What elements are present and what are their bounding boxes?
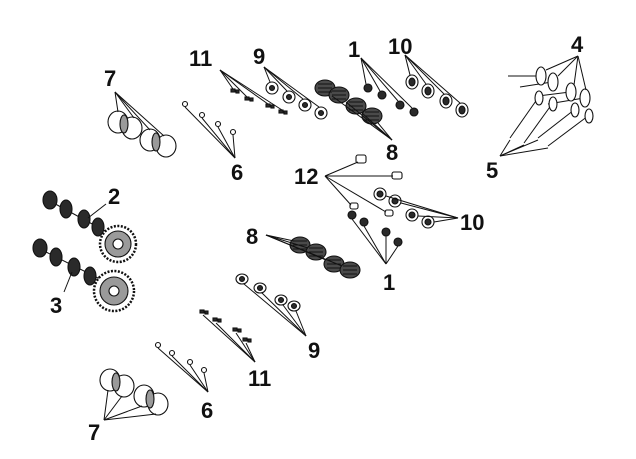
leader-lines-7-bottom bbox=[103, 389, 157, 421]
leader-lines-6-top bbox=[184, 106, 236, 159]
leader-lines-4 bbox=[545, 55, 587, 91]
leader-lines-1-mid bbox=[351, 218, 399, 265]
callout-8-top: 8 bbox=[386, 140, 398, 165]
spring-group-mid bbox=[289, 236, 361, 279]
callout-11-top: 11 bbox=[189, 46, 212, 71]
leader-lines-10-top bbox=[404, 54, 461, 104]
callout-1-top: 1 bbox=[348, 37, 360, 62]
stem-seal-group-mid bbox=[347, 210, 403, 247]
shim-group-bottom bbox=[154, 341, 208, 374]
tappet-group-bottom bbox=[99, 368, 169, 416]
spring-seat-group-mid bbox=[373, 187, 435, 229]
callout-7-top: 7 bbox=[104, 66, 116, 91]
callout-7-bottom: 7 bbox=[88, 420, 100, 445]
callout-9-top: 9 bbox=[253, 44, 265, 69]
shim-group-top bbox=[181, 100, 237, 136]
leader-line-3 bbox=[63, 271, 73, 293]
callout-9-bottom: 9 bbox=[308, 338, 320, 363]
stem-seal-group-top bbox=[363, 83, 419, 117]
tappet-group-top bbox=[107, 110, 177, 158]
leader-lines-6-bottom bbox=[157, 347, 209, 393]
callout-10-top: 10 bbox=[388, 34, 412, 59]
camshaft-upper bbox=[42, 190, 138, 264]
callout-11-bottom: 11 bbox=[248, 366, 271, 391]
leader-lines-1-top bbox=[360, 57, 413, 109]
callout-8-mid: 8 bbox=[246, 224, 258, 249]
leader-lines-9-top bbox=[263, 66, 320, 108]
retainer-group-top bbox=[265, 81, 328, 120]
callout-6-bottom: 6 bbox=[201, 398, 213, 423]
callout-2: 2 bbox=[108, 184, 120, 209]
callout-5: 5 bbox=[486, 158, 498, 183]
callout-3: 3 bbox=[50, 293, 62, 318]
keeper-group-bottom bbox=[199, 309, 252, 343]
leader-lines-8-top bbox=[331, 95, 393, 141]
dowel-pin-group bbox=[349, 154, 403, 217]
camshaft-lower bbox=[32, 238, 136, 313]
leader-lines-12 bbox=[324, 161, 393, 213]
callout-4: 4 bbox=[571, 32, 584, 57]
leader-lines-11-top bbox=[219, 69, 283, 111]
valve-group bbox=[508, 66, 594, 147]
leader-line-2 bbox=[87, 203, 107, 219]
callout-10-mid: 10 bbox=[460, 210, 484, 235]
callout-1-mid: 1 bbox=[383, 270, 395, 295]
leader-lines-5 bbox=[499, 139, 549, 157]
keeper-group-top bbox=[230, 88, 288, 115]
leader-lines-7-top bbox=[114, 91, 165, 137]
leader-lines-9-bottom bbox=[243, 283, 307, 337]
leader-lines-10-mid bbox=[385, 195, 459, 223]
retainer-group-bottom bbox=[235, 273, 301, 312]
callout-12: 12 bbox=[294, 164, 318, 189]
leader-lines-11-bottom bbox=[202, 314, 256, 363]
spring-seat-group-top bbox=[405, 74, 469, 118]
callout-6-top: 6 bbox=[231, 160, 243, 185]
leader-lines-8-mid bbox=[265, 234, 343, 267]
